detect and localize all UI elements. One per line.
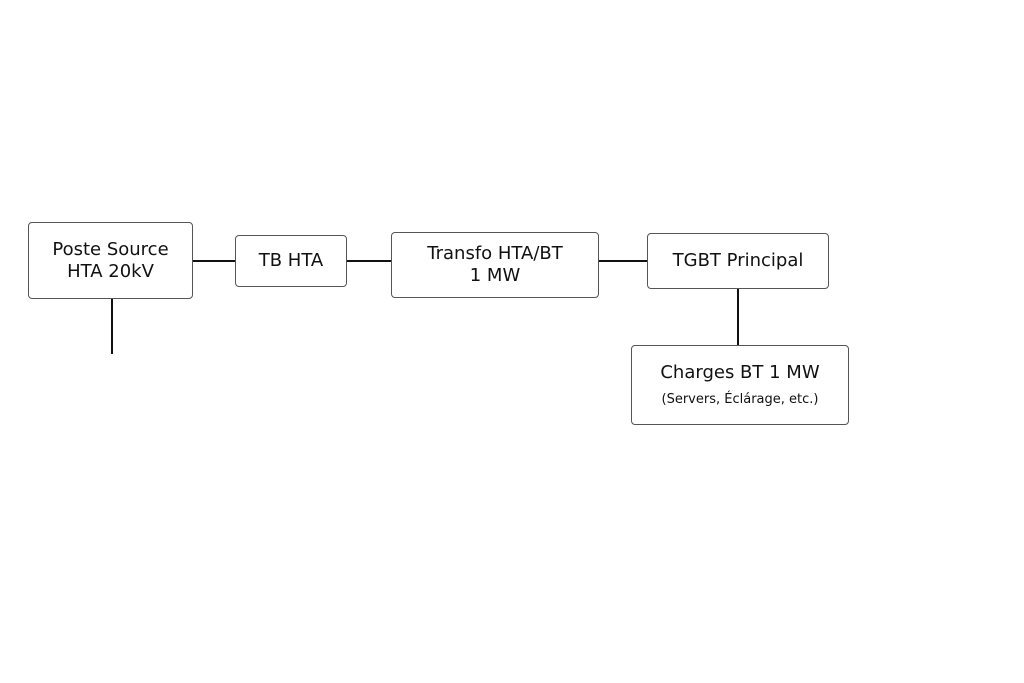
node-tgbt-label: TGBT Principal xyxy=(672,250,804,271)
node-charges-bt: Charges BT 1 MW (Servers, Éclárage, etc.… xyxy=(631,345,849,425)
node-transfo: Transfo HTA/BT 1 MW xyxy=(391,232,599,298)
connector-source-downlink xyxy=(111,299,113,354)
connector-transfo-to-tgbt xyxy=(599,260,647,262)
node-transfo-line1: Transfo HTA/BT xyxy=(427,243,563,264)
node-tb-hta: TB HTA xyxy=(235,235,347,287)
connector-tbhta-to-transfo xyxy=(347,260,391,262)
node-poste-source-line2: HTA 20kV xyxy=(67,260,154,282)
connector-tgbt-to-charges xyxy=(737,289,739,345)
node-charges-line1: Charges BT 1 MW xyxy=(660,361,820,383)
node-transfo-line2: 1 MW xyxy=(469,265,521,286)
node-poste-source: Poste Source HTA 20kV xyxy=(28,222,193,299)
node-tgbt-principal: TGBT Principal xyxy=(647,233,829,289)
connector-source-to-tbhta xyxy=(193,260,235,262)
node-poste-source-line1: Poste Source xyxy=(52,238,169,260)
node-charges-line2: (Servers, Éclárage, etc.) xyxy=(661,391,819,407)
node-tb-hta-label: TB HTA xyxy=(258,250,324,271)
